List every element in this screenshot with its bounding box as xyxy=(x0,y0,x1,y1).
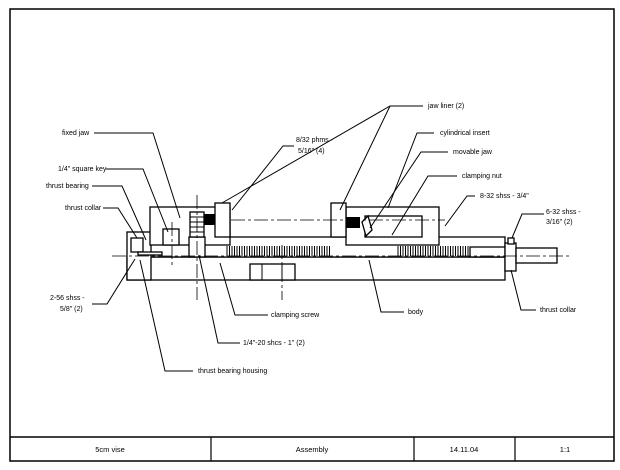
drawing-frame xyxy=(9,8,615,462)
label-fixed-jaw: fixed jaw xyxy=(62,130,90,137)
label-body: body xyxy=(408,309,424,316)
label-phms-1: 8/32 phms - xyxy=(296,137,334,144)
label-shss-256-1: 2-56 shss - xyxy=(50,295,85,302)
label-thrust-bearing-housing: thrust bearing housing xyxy=(198,368,267,375)
body-slot xyxy=(249,263,296,281)
body-base xyxy=(126,256,506,281)
label-jaw-liner: jaw liner (2) xyxy=(427,103,464,110)
label-thrust-collar-left: thrust collar xyxy=(65,205,102,212)
label-shss-632-1: 6-32 shss - xyxy=(546,209,581,216)
right-end xyxy=(469,246,506,258)
thrust-collar-right xyxy=(504,242,517,272)
label-clamping-screw: clamping screw xyxy=(271,312,320,319)
screw-shaft-right xyxy=(515,247,558,264)
cylindrical-insert xyxy=(361,214,373,238)
vise-assembly xyxy=(112,195,572,300)
label-shss-632-2: 3/16" (2) xyxy=(546,219,573,226)
phms-thread-right xyxy=(346,217,360,228)
shss-632 xyxy=(507,237,515,245)
jaw-liner-left xyxy=(214,202,231,238)
leader-lines xyxy=(92,105,544,372)
label-shss-834: 8-32 shss - 3/4" xyxy=(480,193,529,200)
label-clamping-nut: clamping nut xyxy=(462,173,502,180)
title-scale: 1:1 xyxy=(560,445,570,454)
square-key xyxy=(162,228,180,246)
label-phms-2: 5/16" (4) xyxy=(298,148,325,155)
label-shss-256-2: 5/8" (2) xyxy=(60,306,83,313)
screw-shaft-left xyxy=(137,251,163,256)
title-type: Assembly xyxy=(296,445,329,454)
label-shcs: 1/4"-20 shcs - 1" (2) xyxy=(243,340,305,347)
label-movable-jaw: movable jaw xyxy=(453,149,493,156)
thrust-collar-left xyxy=(130,237,144,253)
label-square-key: 1/4" square key xyxy=(58,166,107,173)
label-thrust-collar-right: thrust collar xyxy=(540,307,577,314)
clamping-nut xyxy=(364,215,423,238)
label-cylindrical-insert: cylindrical insert xyxy=(440,130,490,137)
label-thrust-bearing: thrust bearing xyxy=(46,183,89,190)
title-name: 5cm vise xyxy=(95,445,125,454)
title-date: 14.11.04 xyxy=(450,445,479,454)
